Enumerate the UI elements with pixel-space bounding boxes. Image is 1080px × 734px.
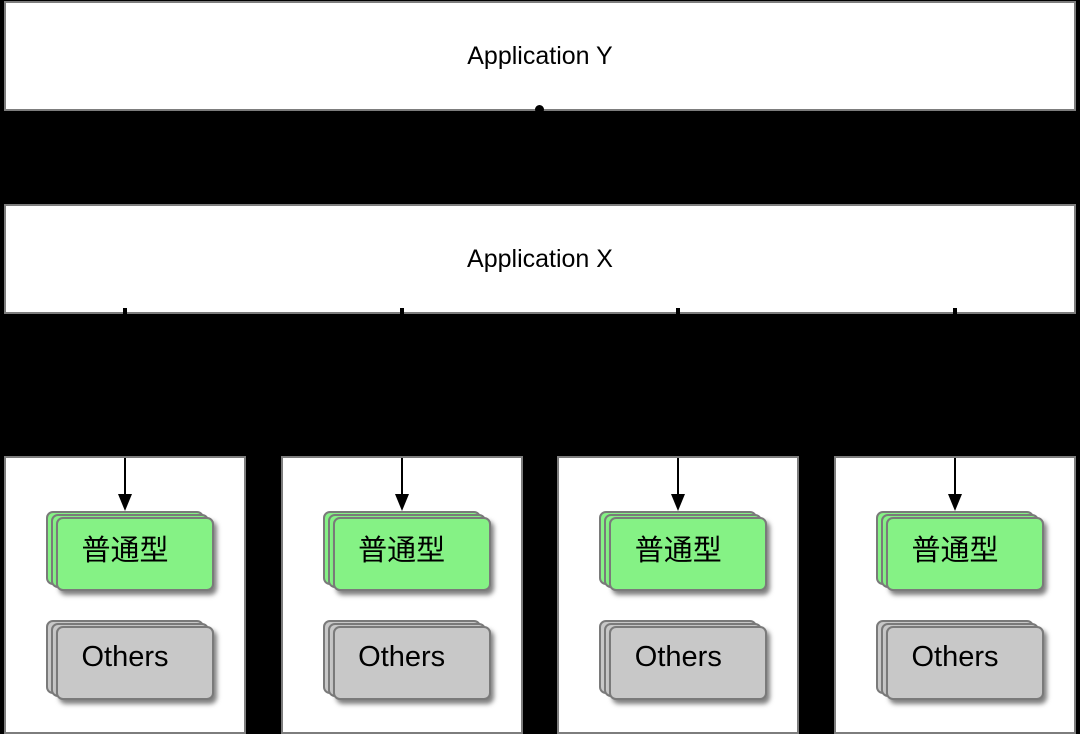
secondary-card-label: Others <box>911 640 999 673</box>
secondary-card-label: Others <box>634 640 722 673</box>
connector-stub-group-4 <box>953 308 957 317</box>
application-y-label: Application Y <box>467 41 613 70</box>
arrow-down-head-icon <box>671 494 686 511</box>
primary-card-label: 普通型 <box>358 535 446 567</box>
secondary-card-stack: Others <box>599 620 758 694</box>
connector-stub-group-1 <box>123 308 127 317</box>
connector-stub-group-3 <box>676 308 680 317</box>
application-x-label: Application X <box>467 244 613 273</box>
arrow-down-icon <box>953 458 956 496</box>
connector-stub-group-2 <box>400 308 404 317</box>
group-box-3: 普通型 Others <box>557 456 800 734</box>
application-x-box: Application X <box>4 204 1076 314</box>
connector-start-dot <box>535 105 544 114</box>
primary-card-label: 普通型 <box>634 535 722 567</box>
primary-card-stack: 普通型 <box>875 511 1034 585</box>
arrow-down-icon <box>400 458 403 496</box>
primary-card-stack: 普通型 <box>322 511 481 585</box>
group-box-4: 普通型 Others <box>833 456 1076 734</box>
group-box-1: 普通型 Others <box>4 456 246 734</box>
application-y-box: Application Y <box>4 1 1076 111</box>
primary-card-label: 普通型 <box>81 535 169 567</box>
secondary-card-label: Others <box>358 640 446 673</box>
connector-stub-into-application-x <box>538 198 542 206</box>
arrow-down-head-icon <box>118 494 132 511</box>
arrow-down-head-icon <box>947 494 962 511</box>
secondary-card-stack: Others <box>875 620 1034 694</box>
secondary-card-label: Others <box>81 640 169 673</box>
group-box-2: 普通型 Others <box>280 456 523 734</box>
group-row: 普通型 Others 普通型 Others 普通型 Others <box>4 456 1076 734</box>
primary-card-stack: 普通型 <box>46 511 204 585</box>
arrow-down-icon <box>677 458 680 496</box>
secondary-card-stack: Others <box>322 620 481 694</box>
arrow-down-icon <box>124 458 126 496</box>
primary-card-label: 普通型 <box>911 535 999 567</box>
arrow-down-head-icon <box>394 494 409 511</box>
secondary-card-stack: Others <box>46 620 204 694</box>
primary-card-stack: 普通型 <box>599 511 758 585</box>
